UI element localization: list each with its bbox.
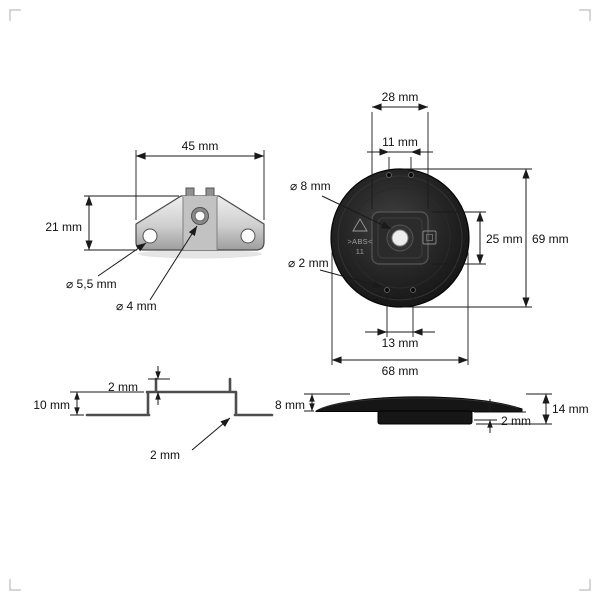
dim-disc-outer-vertical: 69 mm xyxy=(403,168,569,308)
dim-boss-width-label: 28 mm xyxy=(382,90,419,104)
dim-bracket-width: 45 mm xyxy=(135,139,265,220)
disc-groove-ring xyxy=(337,175,463,301)
corner-crop-marks xyxy=(9,9,591,591)
disc-inner-ring xyxy=(349,187,451,289)
disc-top-view: >ABS< 11 28 mm 11 mm ⌀ 8 mm ⌀ 2 mm xyxy=(288,90,569,378)
dim-side-height-label: 10 mm xyxy=(33,398,70,412)
dim-disc-outer-vertical-label: 69 mm xyxy=(532,232,569,246)
dim-bottom-holes-label: 13 mm xyxy=(382,336,419,350)
disc-square-boss-inner xyxy=(377,217,423,259)
callout-disc-small-hole-leader xyxy=(319,269,384,288)
callout-disc-small-hole: ⌀ 2 mm xyxy=(288,256,384,288)
dim-boss-width: 28 mm xyxy=(371,90,429,209)
bracket-top-view: 45 mm 21 mm ⌀ 5,5 mm ⌀ 4 mm xyxy=(45,139,265,313)
disc-pin-hole-bottom-right xyxy=(410,287,416,293)
dim-side-height-extension-lines xyxy=(70,391,144,416)
bracket-center-hole xyxy=(194,210,206,222)
dim-disc-outer-horizontal: 68 mm xyxy=(331,252,469,378)
corner-crop-mark-tl xyxy=(9,9,21,21)
disc-center-hole xyxy=(391,229,409,247)
dim-top-holes-label: 11 mm xyxy=(382,135,418,149)
corner-crop-mark-tr xyxy=(579,9,591,21)
callout-side-hole-leader xyxy=(97,242,147,277)
dim-side-tab-label: 2 mm xyxy=(108,380,138,394)
dim-bracket-height: 21 mm xyxy=(45,195,179,251)
disc-number-marking: 11 xyxy=(356,247,364,256)
disc-side-body xyxy=(315,396,523,412)
bracket-tab-left xyxy=(185,187,195,198)
dim-boss-width-extension-lines xyxy=(371,112,429,209)
disc-pin-hole-top-left xyxy=(386,172,392,178)
dim-top-holes-extension-lines xyxy=(388,151,412,170)
dim-side-tab: 2 mm xyxy=(108,366,170,405)
callout-disc-small-hole-label: ⌀ 2 mm xyxy=(288,256,329,270)
recycling-triangle-icon xyxy=(352,218,368,232)
dim-disc-thickness: 8 mm xyxy=(275,393,350,412)
dim-bracket-width-extension-lines xyxy=(135,150,265,220)
callout-disc-center-hole: ⌀ 8 mm xyxy=(290,179,392,230)
disc-material-marking: >ABS< xyxy=(347,237,373,246)
bracket-shadow xyxy=(138,249,262,259)
dim-bracket-height-label: 21 mm xyxy=(45,220,82,234)
disc-side-boss xyxy=(377,410,473,425)
callout-sheet-thickness-label: 2 mm xyxy=(150,448,180,462)
dim-disc-lip: 2 mm xyxy=(474,399,531,433)
dim-disc-lip-extension-lines xyxy=(474,411,526,421)
bracket-hole-left xyxy=(142,228,158,244)
callout-side-hole: ⌀ 5,5 mm xyxy=(66,242,147,291)
dim-disc-thickness-label: 8 mm xyxy=(275,398,305,412)
mold-stamp-inner xyxy=(426,234,433,241)
bracket-bend-lines xyxy=(182,197,218,250)
callout-disc-center-hole-label: ⌀ 8 mm xyxy=(290,179,331,193)
bracket-side-profile xyxy=(85,377,274,417)
dim-boss-height: 25 mm xyxy=(432,211,523,265)
bracket-side-view: 10 mm 2 mm 2 mm xyxy=(33,366,274,462)
dim-bracket-width-label: 45 mm xyxy=(182,139,219,153)
dim-bracket-height-extension-lines xyxy=(84,195,179,251)
callout-center-hole-label: ⌀ 4 mm xyxy=(116,299,157,313)
callout-center-hole-leader xyxy=(149,225,198,301)
dim-disc-outer-horizontal-label: 68 mm xyxy=(382,364,419,378)
dim-top-holes: 11 mm xyxy=(367,135,433,170)
dim-disc-outer-vertical-extension-lines xyxy=(403,168,532,308)
bracket-hole-right xyxy=(240,228,256,244)
bracket-tab-right xyxy=(205,187,215,198)
callout-sheet-thickness-leader xyxy=(191,417,231,451)
callout-side-hole-label: ⌀ 5,5 mm xyxy=(66,277,117,291)
disc-pin-hole-top-right xyxy=(408,172,414,178)
dim-disc-lip-label: 2 mm xyxy=(501,414,531,428)
dim-bottom-holes: 13 mm xyxy=(365,295,435,350)
corner-crop-mark-bl xyxy=(9,579,21,591)
callout-center-hole: ⌀ 4 mm xyxy=(116,225,198,313)
mold-stamp-icon xyxy=(422,230,437,245)
callout-sheet-thickness: 2 mm xyxy=(150,417,231,462)
dim-disc-total-height: 14 mm xyxy=(476,393,589,425)
dim-side-height: 10 mm xyxy=(33,391,144,416)
disc-side-highlight xyxy=(319,397,519,410)
dim-boss-height-label: 25 mm xyxy=(486,232,523,246)
corner-crop-mark-br xyxy=(579,579,591,591)
disc-pin-hole-bottom-left xyxy=(384,287,390,293)
dim-disc-total-height-label: 14 mm xyxy=(552,402,589,416)
disc-side-view: 8 mm 2 mm 14 mm xyxy=(275,393,589,433)
dim-disc-outer-horizontal-extension-lines xyxy=(331,252,469,365)
callout-disc-center-hole-leader xyxy=(321,195,392,230)
